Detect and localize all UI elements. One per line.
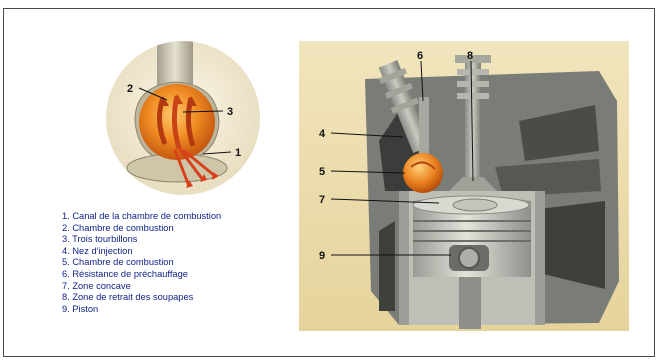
legend-item: 4. Nez d'injection bbox=[62, 246, 221, 258]
section-callout-7: 7 bbox=[319, 194, 325, 206]
engine-cross-section: 6 8 4 5 7 9 bbox=[299, 41, 629, 331]
legend-item: 1. Canal de la chambre de combustion bbox=[62, 211, 221, 223]
inset-callout-1: 1 bbox=[235, 147, 241, 159]
section-callout-4: 4 bbox=[319, 128, 326, 140]
legend-item: 6. Résistance de préchauffage bbox=[62, 269, 221, 281]
legend-item: 7. Zone concave bbox=[62, 281, 221, 293]
section-callout-6: 6 bbox=[417, 50, 423, 62]
legend-item: 3. Trois tourbillons bbox=[62, 234, 221, 246]
inset-callout-2: 2 bbox=[127, 83, 133, 95]
legend-item: 2. Chambre de combustion bbox=[62, 223, 221, 235]
swirl-chamber bbox=[403, 153, 443, 193]
section-callout-5: 5 bbox=[319, 166, 325, 178]
legend-item: 5. Chambre de combustion bbox=[62, 257, 221, 269]
swirl-chamber-detail: 2 3 1 bbox=[105, 40, 261, 196]
section-callout-9: 9 bbox=[319, 250, 325, 262]
legend-item: 8. Zone de retrait des soupapes bbox=[62, 292, 221, 304]
concave-zone bbox=[453, 199, 497, 211]
section-callout-8: 8 bbox=[467, 50, 473, 62]
inset-callout-3: 3 bbox=[227, 106, 233, 118]
legend-item: 9. Piston bbox=[62, 304, 221, 316]
parts-legend: 1. Canal de la chambre de combustion 2. … bbox=[62, 211, 221, 315]
